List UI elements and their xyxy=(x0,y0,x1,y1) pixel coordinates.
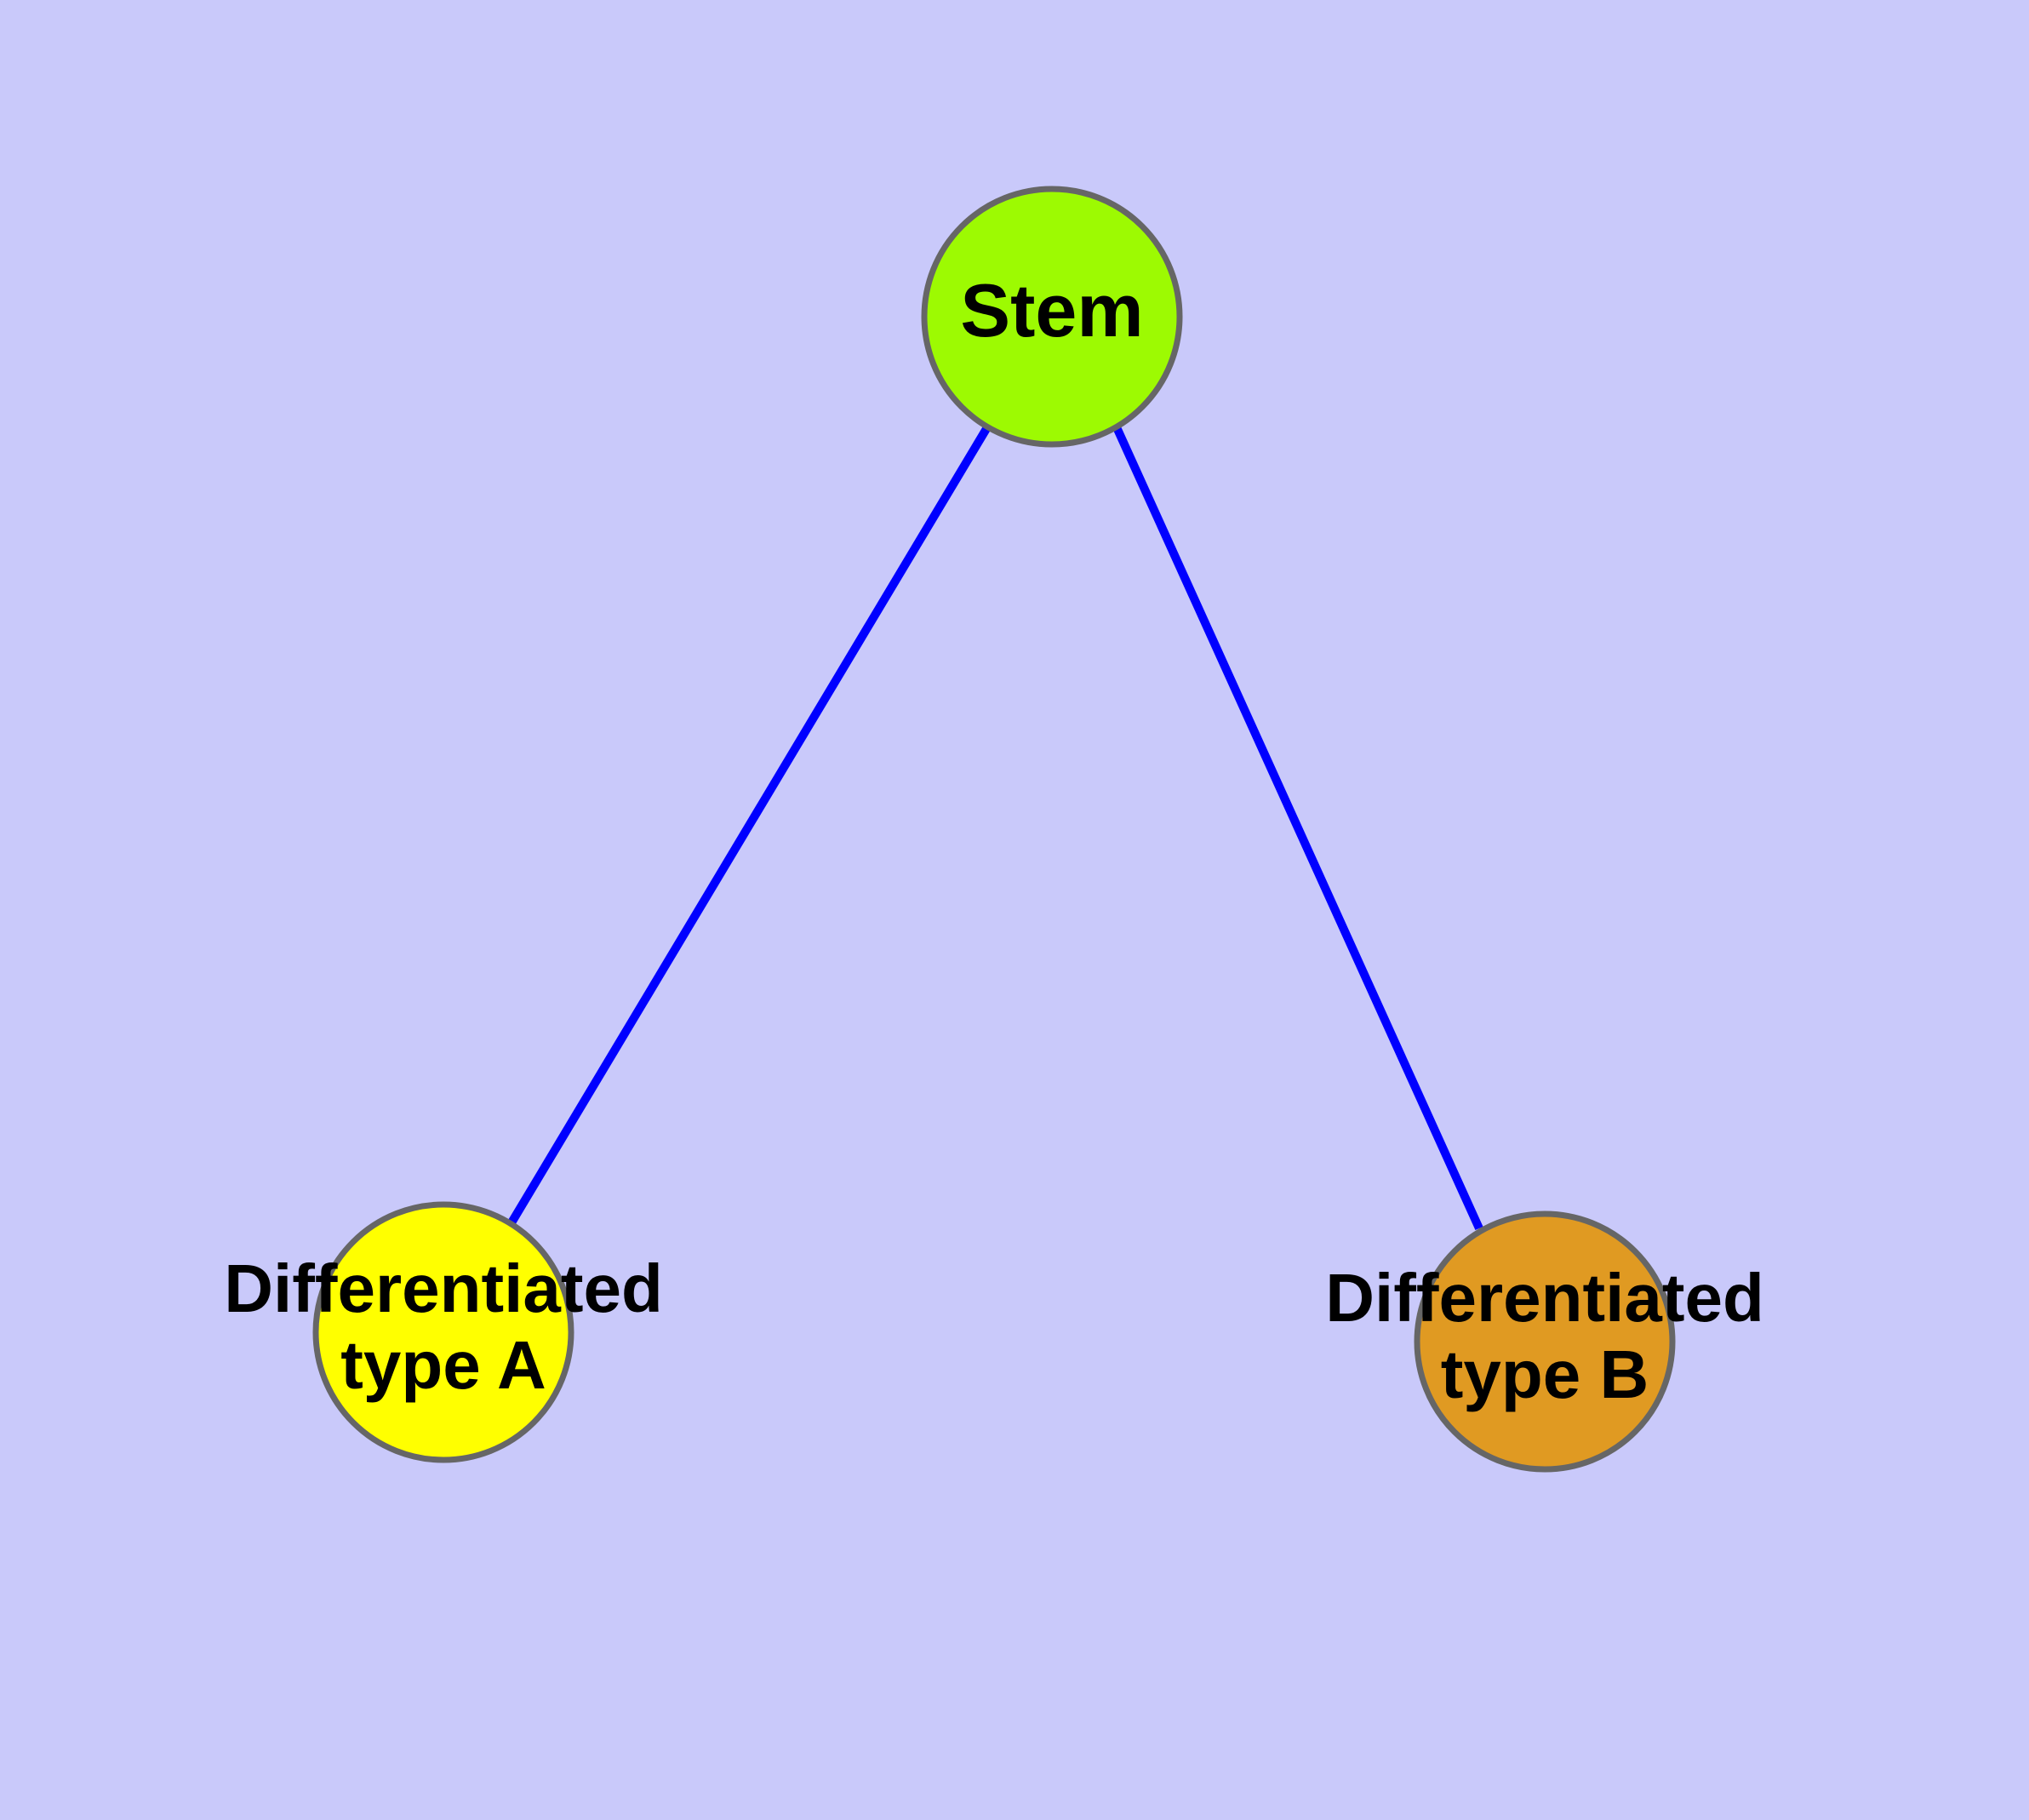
node-label-line: type B xyxy=(1441,1336,1649,1412)
graph-node-stem[interactable]: Stem xyxy=(921,186,1183,448)
edge-layer xyxy=(506,425,1483,1231)
node-circle-diff_b[interactable] xyxy=(1414,1210,1676,1473)
graph-edge-stem-diff_b xyxy=(1112,425,1483,1231)
node-circle-stem[interactable] xyxy=(921,186,1183,448)
node-label-line: Stem xyxy=(960,268,1143,352)
node-label-stem: Stem xyxy=(960,268,1143,352)
node-circle-diff_a[interactable] xyxy=(312,1201,574,1463)
node-label-line: Differentiated xyxy=(224,1251,663,1326)
node-label-line: Differentiated xyxy=(1325,1260,1764,1336)
node-label-line: type A xyxy=(340,1327,546,1403)
graph-edge-stem-diff_a xyxy=(506,425,992,1227)
